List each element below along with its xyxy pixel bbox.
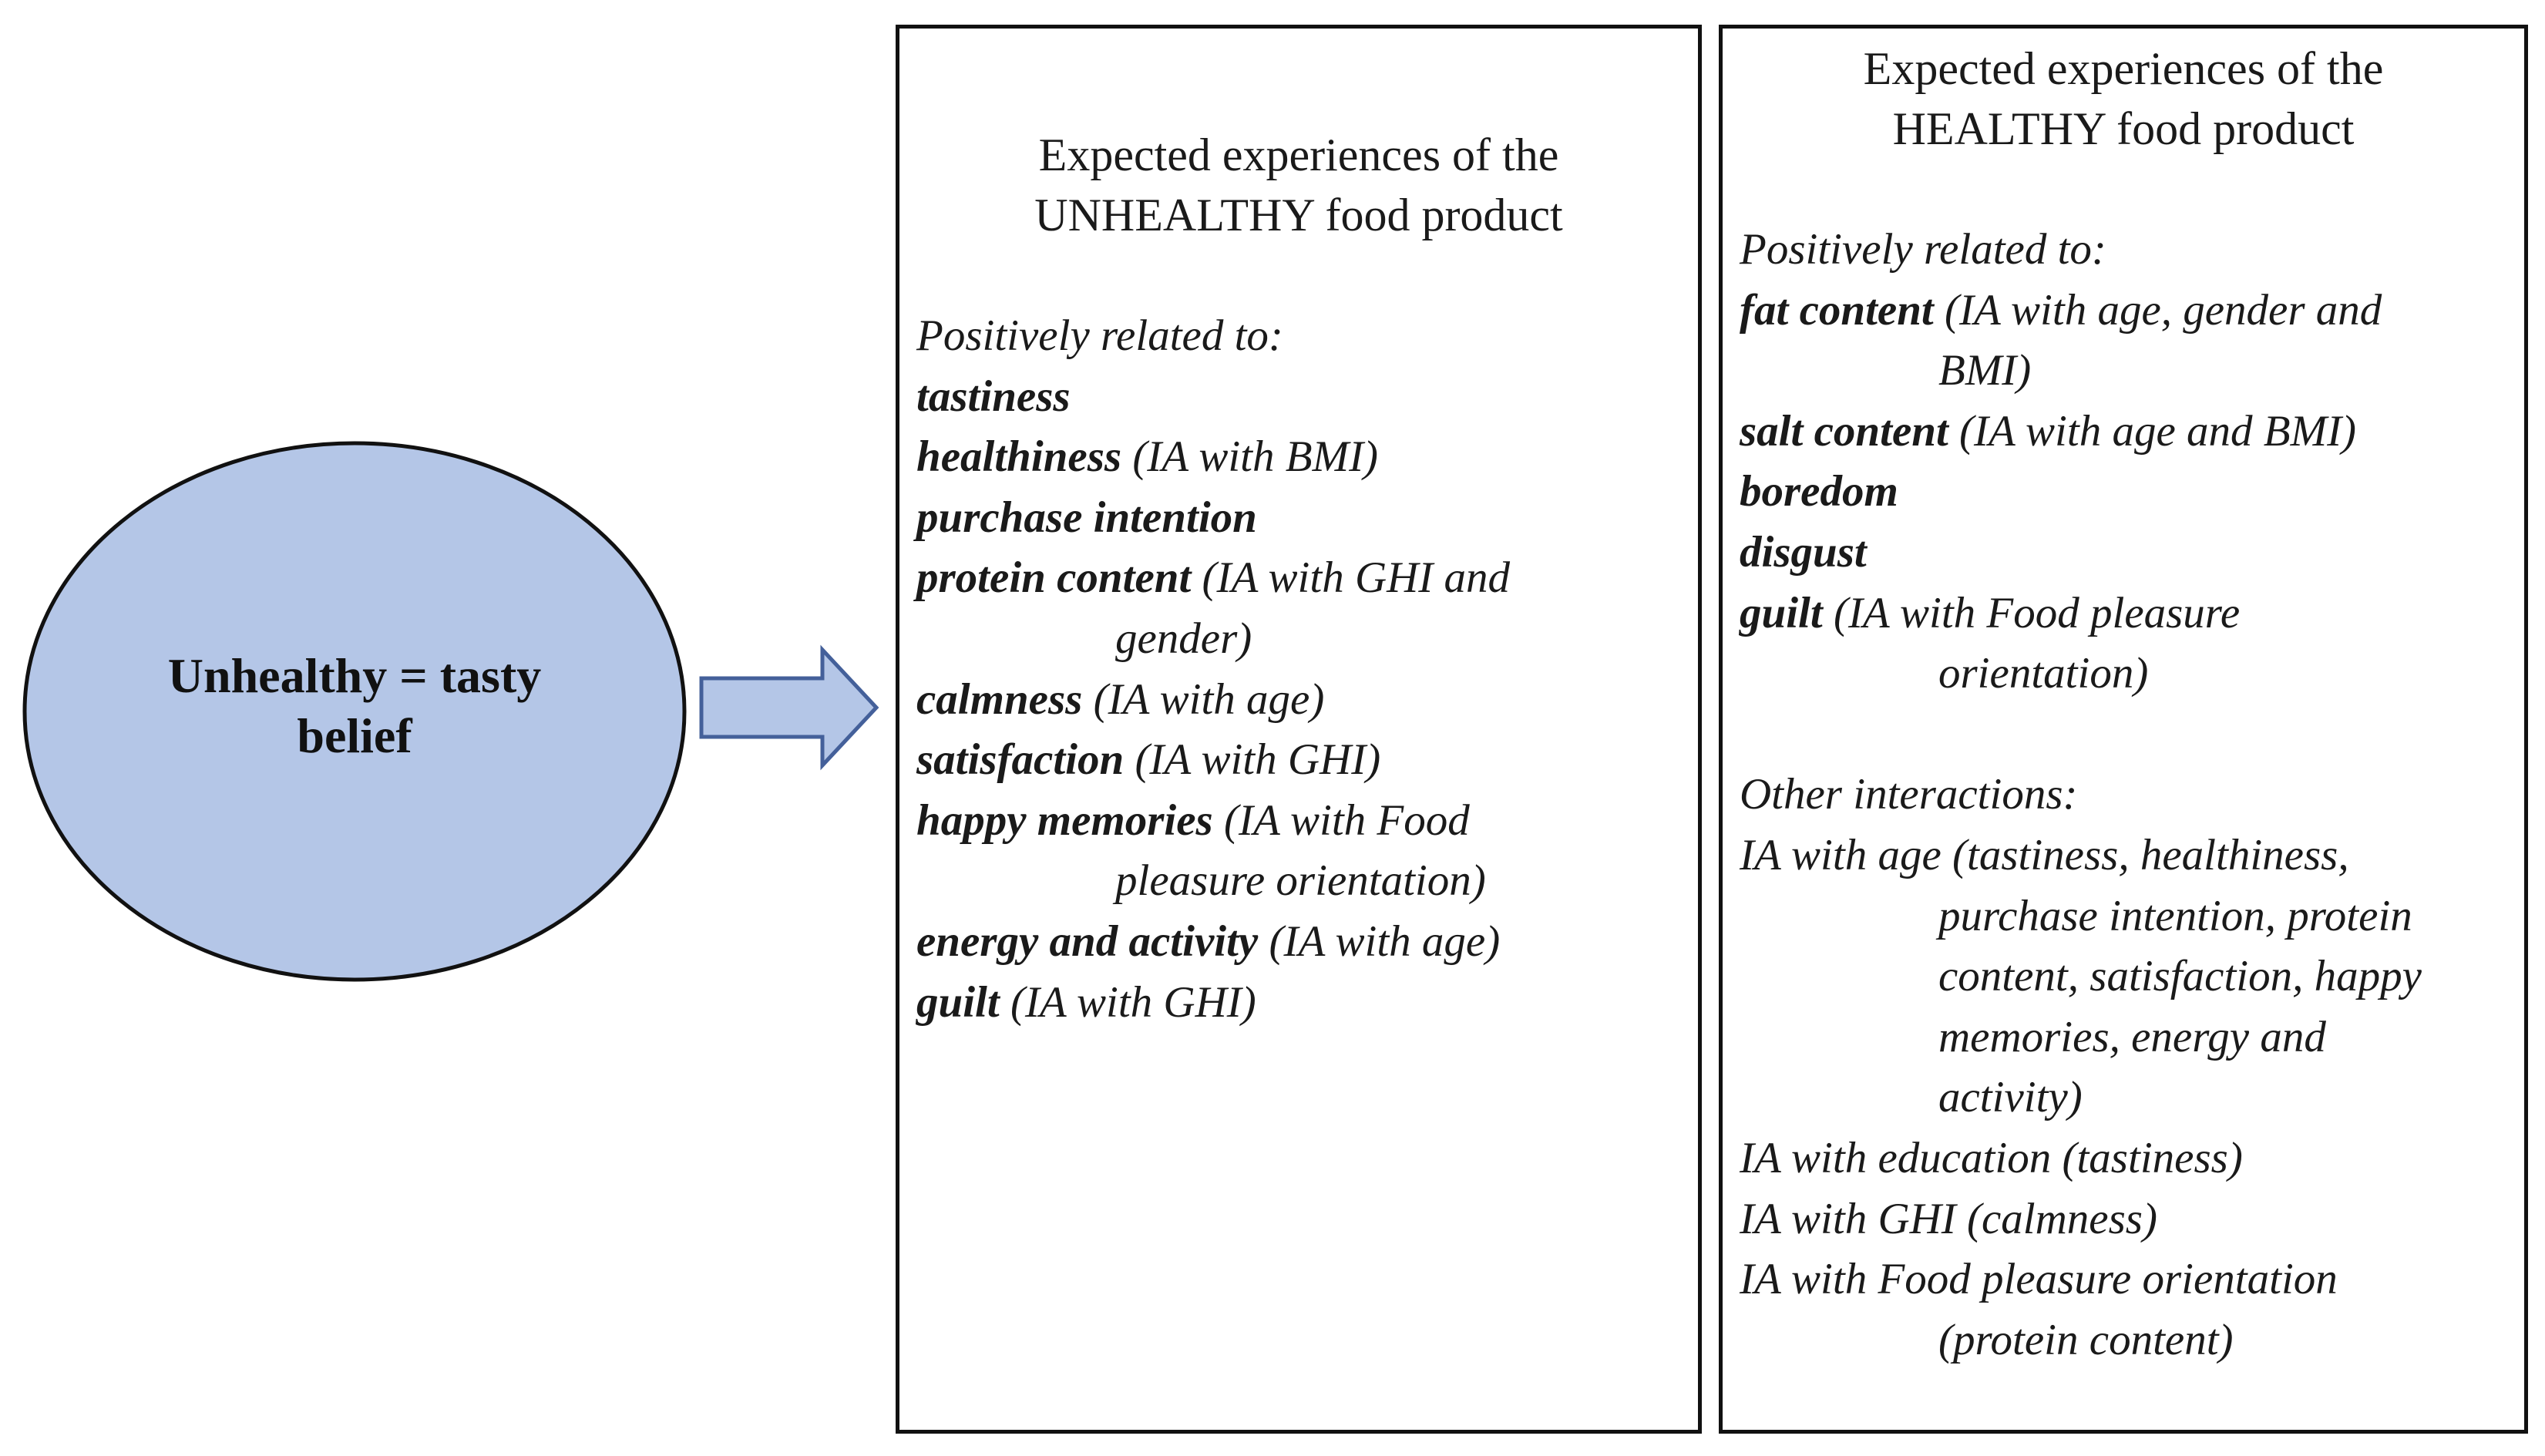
belief-label: Unhealthy = tasty belief	[31, 646, 678, 766]
item-term: guilt	[1740, 588, 1823, 637]
list-item: fat content (IA with age, gender and BMI…	[1740, 281, 2518, 402]
item-note: (IA with Food pleasure	[1822, 588, 2241, 637]
item-continuation: BMI)	[1938, 346, 2032, 395]
list-item: energy and activity (IA with age)	[916, 912, 1692, 973]
item-term: energy and activity	[916, 916, 1259, 966]
item-continuation: gender)	[1115, 614, 1252, 663]
list-item: purchase intention	[916, 488, 1692, 549]
list-item: guilt (IA with GHI)	[916, 973, 1692, 1034]
item-term: salt content	[1740, 406, 1948, 456]
item-continuation: orientation)	[1938, 649, 2149, 698]
item-note: (IA with age and BMI)	[1948, 406, 2357, 456]
healthy-box-title: Expected experiences of the HEALTHY food…	[1723, 39, 2524, 159]
list-item: tastiness	[916, 367, 1692, 428]
item-line: IA with age (tastiness, healthiness,	[1740, 830, 2349, 879]
item-note: (IA with age)	[1258, 916, 1501, 966]
item-continuation: activity)	[1938, 1073, 2083, 1122]
item-term: purchase intention	[916, 493, 1257, 542]
list-item: calmness (IA with age)	[916, 670, 1692, 731]
item-note: (IA with age, gender and	[1933, 285, 2382, 335]
item-note: (IA with Food	[1212, 795, 1470, 845]
item-term: healthiness	[916, 432, 1122, 482]
item-line: IA with education (tastiness)	[1740, 1133, 2243, 1182]
healthy-intro: Positively related to:	[1740, 225, 2106, 274]
unhealthy-title-line1: Expected experiences of the	[1038, 129, 1559, 180]
list-item: healthiness (IA with BMI)	[916, 427, 1692, 488]
healthy-box-body: Positively related to: fat content (IA w…	[1740, 220, 2518, 1370]
item-note: (IA with GHI and	[1191, 553, 1511, 603]
item-continuation: pleasure orientation)	[1115, 856, 1486, 906]
unhealthy-product-box: Expected experiences of the UNHEALTHY fo…	[896, 25, 1702, 1434]
list-item: satisfaction (IA with GHI)	[916, 730, 1692, 791]
list-item: disgust	[1740, 523, 2518, 583]
unhealthy-box-body: Positively related to: tastiness healthi…	[916, 306, 1692, 1033]
unhealthy-box-title: Expected experiences of the UNHEALTHY fo…	[899, 125, 1698, 245]
item-line: IA with GHI (calmness)	[1740, 1194, 2157, 1243]
right-arrow	[699, 644, 879, 771]
belief-label-line2: belief	[297, 708, 412, 763]
item-note: (IA with age)	[1082, 674, 1325, 724]
healthy-title-line1: Expected experiences of the	[1863, 43, 2384, 94]
item-term: guilt	[916, 977, 1000, 1027]
item-continuation: (protein content)	[1938, 1315, 2234, 1364]
list-item: boredom	[1740, 462, 2518, 523]
item-continuation: purchase intention, protein	[1938, 891, 2412, 940]
belief-ellipse	[22, 441, 687, 982]
item-term: fat content	[1740, 285, 1934, 335]
other-interactions-intro: Other interactions:	[1740, 770, 2078, 819]
item-note: (IA with GHI)	[1124, 735, 1381, 785]
item-note: (IA with GHI)	[999, 977, 1256, 1027]
item-term: satisfaction	[916, 735, 1125, 785]
healthy-product-box: Expected experiences of the HEALTHY food…	[1719, 25, 2528, 1434]
healthy-title-line2: HEALTHY food product	[1892, 103, 2355, 154]
spacer	[1740, 704, 2518, 765]
unhealthy-title-line2: UNHEALTHY food product	[1034, 190, 1563, 240]
item-term: boredom	[1740, 467, 1898, 516]
item-term: calmness	[916, 674, 1083, 724]
item-term: protein content	[916, 553, 1192, 603]
list-item: protein content (IA with GHI and gender)	[916, 548, 1692, 669]
item-term: happy memories	[916, 795, 1213, 845]
list-item: IA with GHI (calmness)	[1740, 1189, 2518, 1250]
list-item: IA with age (tastiness, healthiness, pur…	[1740, 826, 2518, 1128]
list-item: happy memories (IA with Food pleasure or…	[916, 791, 1692, 912]
item-term: disgust	[1740, 527, 1867, 577]
list-item: guilt (IA with Food pleasure orientation…	[1740, 583, 2518, 704]
list-item: salt content (IA with age and BMI)	[1740, 402, 2518, 462]
item-line: IA with Food pleasure orientation	[1740, 1255, 2338, 1304]
item-continuation: memories, energy and	[1938, 1012, 2326, 1061]
item-note: (IA with BMI)	[1121, 432, 1379, 482]
list-item: IA with Food pleasure orientation (prote…	[1740, 1249, 2518, 1370]
belief-label-line1: Unhealthy = tasty	[167, 648, 542, 703]
unhealthy-intro: Positively related to:	[916, 311, 1283, 360]
list-item: IA with education (tastiness)	[1740, 1128, 2518, 1189]
item-term: tastiness	[916, 372, 1071, 421]
item-continuation: content, satisfaction, happy	[1938, 952, 2422, 1001]
